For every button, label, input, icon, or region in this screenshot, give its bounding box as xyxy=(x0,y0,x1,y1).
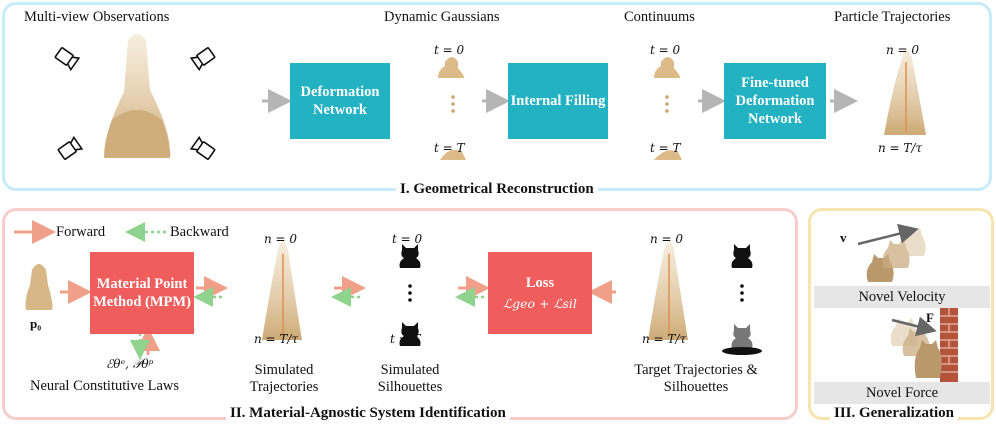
novel-velocity-label: Novel Velocity xyxy=(814,286,990,308)
neural-constitutive-laws-label: Neural Constitutive Laws xyxy=(30,378,180,394)
section-title-generalization: III. Generalization xyxy=(830,405,958,422)
backward-legend: Backward xyxy=(170,224,229,240)
continuum-figure-tT xyxy=(654,150,682,160)
loss-equation: ℒgeo + ℒsil xyxy=(503,296,577,312)
novel-force-label: Novel Force xyxy=(814,382,990,404)
section-title-system-identification: II. Material-Agnostic System Identificat… xyxy=(226,405,510,422)
target-trajectories-silhouettes-label: Target Trajectories & Silhouettes xyxy=(634,362,758,396)
step-label-n0: n = 0 xyxy=(650,232,684,246)
simulated-trajectories-label: Simulated Trajectories xyxy=(249,362,319,396)
step-label-n0: n = 0 xyxy=(886,43,920,57)
time-label-tT: t = T xyxy=(434,141,465,155)
step-label-nT: n = T/τ xyxy=(254,332,299,346)
time-label-t0: t = 0 xyxy=(434,43,465,57)
loss-box: Loss ℒgeo + ℒsil xyxy=(488,252,592,334)
simulated-trajectory-figure xyxy=(262,241,302,340)
velocity-symbol: v xyxy=(840,230,847,245)
dynamic-gaussians-label: Dynamic Gaussians xyxy=(384,9,500,25)
vertical-dots xyxy=(408,284,412,302)
vertical-dots xyxy=(740,284,744,302)
time-label-tT: t = T xyxy=(390,332,421,346)
continuums-label: Continuums xyxy=(624,9,695,25)
time-label-t0: t = 0 xyxy=(650,43,681,57)
particle-trajectories-label: Particle Trajectories xyxy=(834,9,951,25)
force-symbol: F xyxy=(926,310,934,325)
simulated-silhouettes-label: Simulated Silhouettes xyxy=(377,362,443,396)
camera-icon xyxy=(54,47,216,160)
silhouette-cat-tT xyxy=(399,322,421,346)
constitutive-laws-symbol: ℰθᵉ, 𝒫θᵖ xyxy=(106,357,154,371)
step-label-nT: n = T/τ xyxy=(878,141,923,155)
deformation-network-box: Deformation Network xyxy=(290,63,390,139)
novel-velocity-figure xyxy=(866,228,926,282)
gaussian-figure-t0 xyxy=(438,57,465,78)
continuum-figure-t0 xyxy=(654,57,681,78)
target-trajectory-figure xyxy=(648,241,688,340)
gaussian-figure-tT xyxy=(440,149,466,160)
step-label-nT: n = T/τ xyxy=(642,332,687,346)
forward-legend: Forward xyxy=(56,224,106,240)
brick-wall xyxy=(940,308,958,382)
section-title-geometrical: I. Geometrical Reconstruction xyxy=(396,181,598,198)
time-label-tT: t = T xyxy=(650,141,681,155)
p0-label: p₀ xyxy=(30,316,42,331)
time-label-t0: t = 0 xyxy=(392,232,423,246)
loss-title: Loss xyxy=(525,275,555,292)
finetuned-deformation-network-box: Fine-tuned Deformation Network xyxy=(724,63,826,139)
vertical-dots xyxy=(665,95,669,113)
step-label-n0: n = 0 xyxy=(264,232,298,246)
mpm-box: Material Point Method (MPM) xyxy=(90,252,194,334)
multiview-sand-figure xyxy=(104,34,171,158)
internal-filling-box: Internal Filling xyxy=(508,63,608,139)
initial-particles-figure xyxy=(25,264,53,310)
target-silhouette-cat-t0 xyxy=(731,244,753,268)
silhouette-cat-t0 xyxy=(399,244,421,268)
multiview-label: Multi-view Observations xyxy=(24,9,170,25)
vertical-dots xyxy=(451,95,455,113)
target-silhouette-cat-tT xyxy=(722,324,762,355)
particle-trajectory-figure xyxy=(884,49,926,135)
